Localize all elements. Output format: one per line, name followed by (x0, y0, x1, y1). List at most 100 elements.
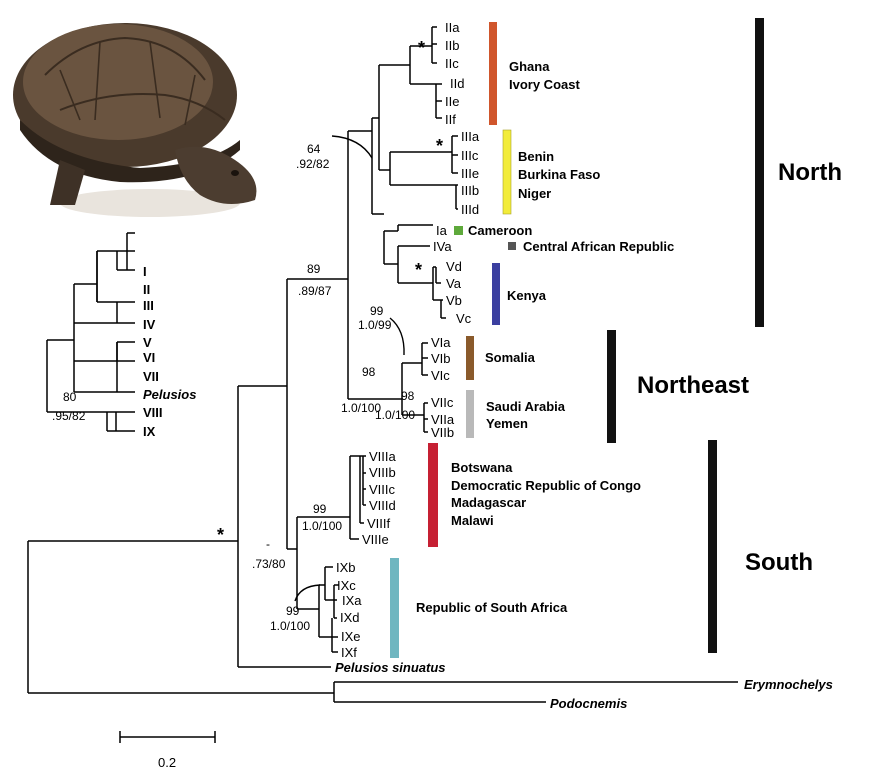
tip-IIId: IIId (461, 202, 479, 217)
tip-IIc: IIc (445, 56, 459, 71)
scale-bar: 0.2 (120, 731, 215, 769)
support-98-arabia-bootstrap: 98 (401, 389, 415, 403)
summary-tip-III: III (143, 298, 154, 313)
tip-IXc: IXc (337, 578, 356, 593)
support-89-bootstrap: 89 (307, 262, 321, 276)
tip-IIIc: IIIc (461, 148, 479, 163)
country-saudi-arabia: Saudi Arabia (486, 399, 566, 414)
tip-IIa: IIa (445, 20, 460, 35)
tip-VIa: VIa (431, 335, 451, 350)
summary-tree: I II III IV V VI VII Pelusios VIII IX 80… (47, 233, 196, 439)
tip-Vd: Vd (446, 259, 462, 274)
country-madagascar: Madagascar (451, 495, 526, 510)
tip-VIIIa: VIIIa (369, 449, 397, 464)
summary-tip-VIII: VIII (143, 405, 163, 420)
clade-box-cameroon (454, 226, 463, 235)
support-values: * * * * 64 .92/82 89 .89/87 99 1.0/99 98… (217, 38, 443, 633)
region-bar-northeast (607, 330, 616, 443)
tip-Ia: Ia (436, 223, 448, 238)
region-bar-north (755, 18, 764, 327)
clade-bar-somalia (466, 336, 474, 380)
support-dash-bootstrap: - (266, 537, 270, 551)
summary-tip-V: V (143, 335, 152, 350)
turtle-photo (13, 23, 256, 217)
tip-VIIc: VIIc (431, 395, 454, 410)
country-drc: Democratic Republic of Congo (451, 478, 641, 493)
tip-IIb: IIb (445, 38, 459, 53)
clade-bar-rsa (390, 558, 399, 658)
tip-IXf: IXf (341, 645, 357, 660)
tip-IIe: IIe (445, 94, 459, 109)
tip-VIc: VIc (431, 368, 450, 383)
country-rsa: Republic of South Africa (416, 600, 568, 615)
tip-pelusios-sinuatus: Pelusios sinuatus (335, 660, 446, 675)
tip-VIIIb: VIIIb (369, 465, 396, 480)
support-star-clade-III: * (436, 136, 443, 156)
region-bar-south (708, 440, 717, 653)
country-car: Central African Republic (523, 239, 674, 254)
support-99-somalia-bootstrap: 99 (370, 304, 384, 318)
support-99-rsa-bootstrap: 99 (286, 604, 300, 618)
support-dash-posterior: .73/80 (252, 557, 286, 571)
scale-bar-label: 0.2 (158, 755, 176, 769)
country-labels: Ghana Ivory Coast Benin Burkina Faso Nig… (416, 59, 674, 615)
support-99-rsa-posterior: 1.0/100 (270, 619, 310, 633)
summary-support-posterior: .95/82 (52, 409, 86, 423)
support-89-posterior: .89/87 (298, 284, 332, 298)
support-99-south-bootstrap: 99 (313, 502, 327, 516)
support-star-clade-II: * (418, 38, 425, 58)
country-yemen: Yemen (486, 416, 528, 431)
country-benin: Benin (518, 149, 554, 164)
summary-tip-pelusios: Pelusios (143, 387, 196, 402)
country-cameroon: Cameroon (468, 223, 532, 238)
tip-erymnochelys: Erymnochelys (744, 677, 833, 692)
tip-VIb: VIb (431, 351, 451, 366)
country-malawi: Malawi (451, 513, 494, 528)
clade-bar-ghana (489, 22, 497, 125)
summary-tip-VII: VII (143, 369, 159, 384)
tip-IId: IId (450, 76, 464, 91)
country-somalia: Somalia (485, 350, 536, 365)
tip-Vc: Vc (456, 311, 472, 326)
tip-VIIId: VIIId (369, 498, 396, 513)
tip-VIIIe: VIIIe (362, 532, 389, 547)
support-64-bootstrap: 64 (307, 142, 321, 156)
country-botswana: Botswana (451, 460, 513, 475)
support-99-south-posterior: 1.0/100 (302, 519, 342, 533)
summary-tip-II: II (143, 282, 150, 297)
summary-tip-IV: IV (143, 317, 156, 332)
tip-IIIb: IIIb (461, 183, 479, 198)
tip-IIIe: IIIe (461, 166, 479, 181)
tip-IVa: IVa (433, 239, 452, 254)
summary-tip-IX: IX (143, 424, 156, 439)
country-ivory-coast: Ivory Coast (509, 77, 580, 92)
tip-VIIIf: VIIIf (367, 516, 391, 531)
tip-IXb: IXb (336, 560, 356, 575)
tip-IXd: IXd (340, 610, 360, 625)
tip-IXa: IXa (342, 593, 362, 608)
tip-IIIa: IIIa (461, 129, 480, 144)
tip-Vb: Vb (446, 293, 462, 308)
country-kenya: Kenya (507, 288, 547, 303)
region-groups: North Northeast South (607, 18, 842, 653)
support-star-clade-V: * (415, 260, 422, 280)
tip-VIIIc: VIIIc (369, 482, 396, 497)
region-label-north: North (778, 159, 842, 186)
tip-IIf: IIf (445, 112, 456, 127)
tip-Va: Va (446, 276, 462, 291)
clade-box-car (508, 242, 516, 250)
summary-tip-VI: VI (143, 350, 155, 365)
tip-VIIb: VIIb (431, 425, 454, 440)
summary-tip-I: I (143, 264, 147, 279)
support-98-arabia-posterior: 1.0/100 (375, 408, 415, 422)
tip-podocnemis: Podocnemis (550, 696, 627, 711)
clade-bar-benin (503, 130, 511, 214)
support-64-posterior: .92/82 (296, 157, 330, 171)
country-ghana: Ghana (509, 59, 550, 74)
region-label-northeast: Northeast (637, 372, 749, 399)
clade-bar-saudi-yemen (466, 390, 474, 438)
clade-bar-southern (428, 443, 438, 547)
clade-bar-kenya (492, 263, 500, 325)
support-98-northeast-bootstrap: 98 (362, 365, 376, 379)
